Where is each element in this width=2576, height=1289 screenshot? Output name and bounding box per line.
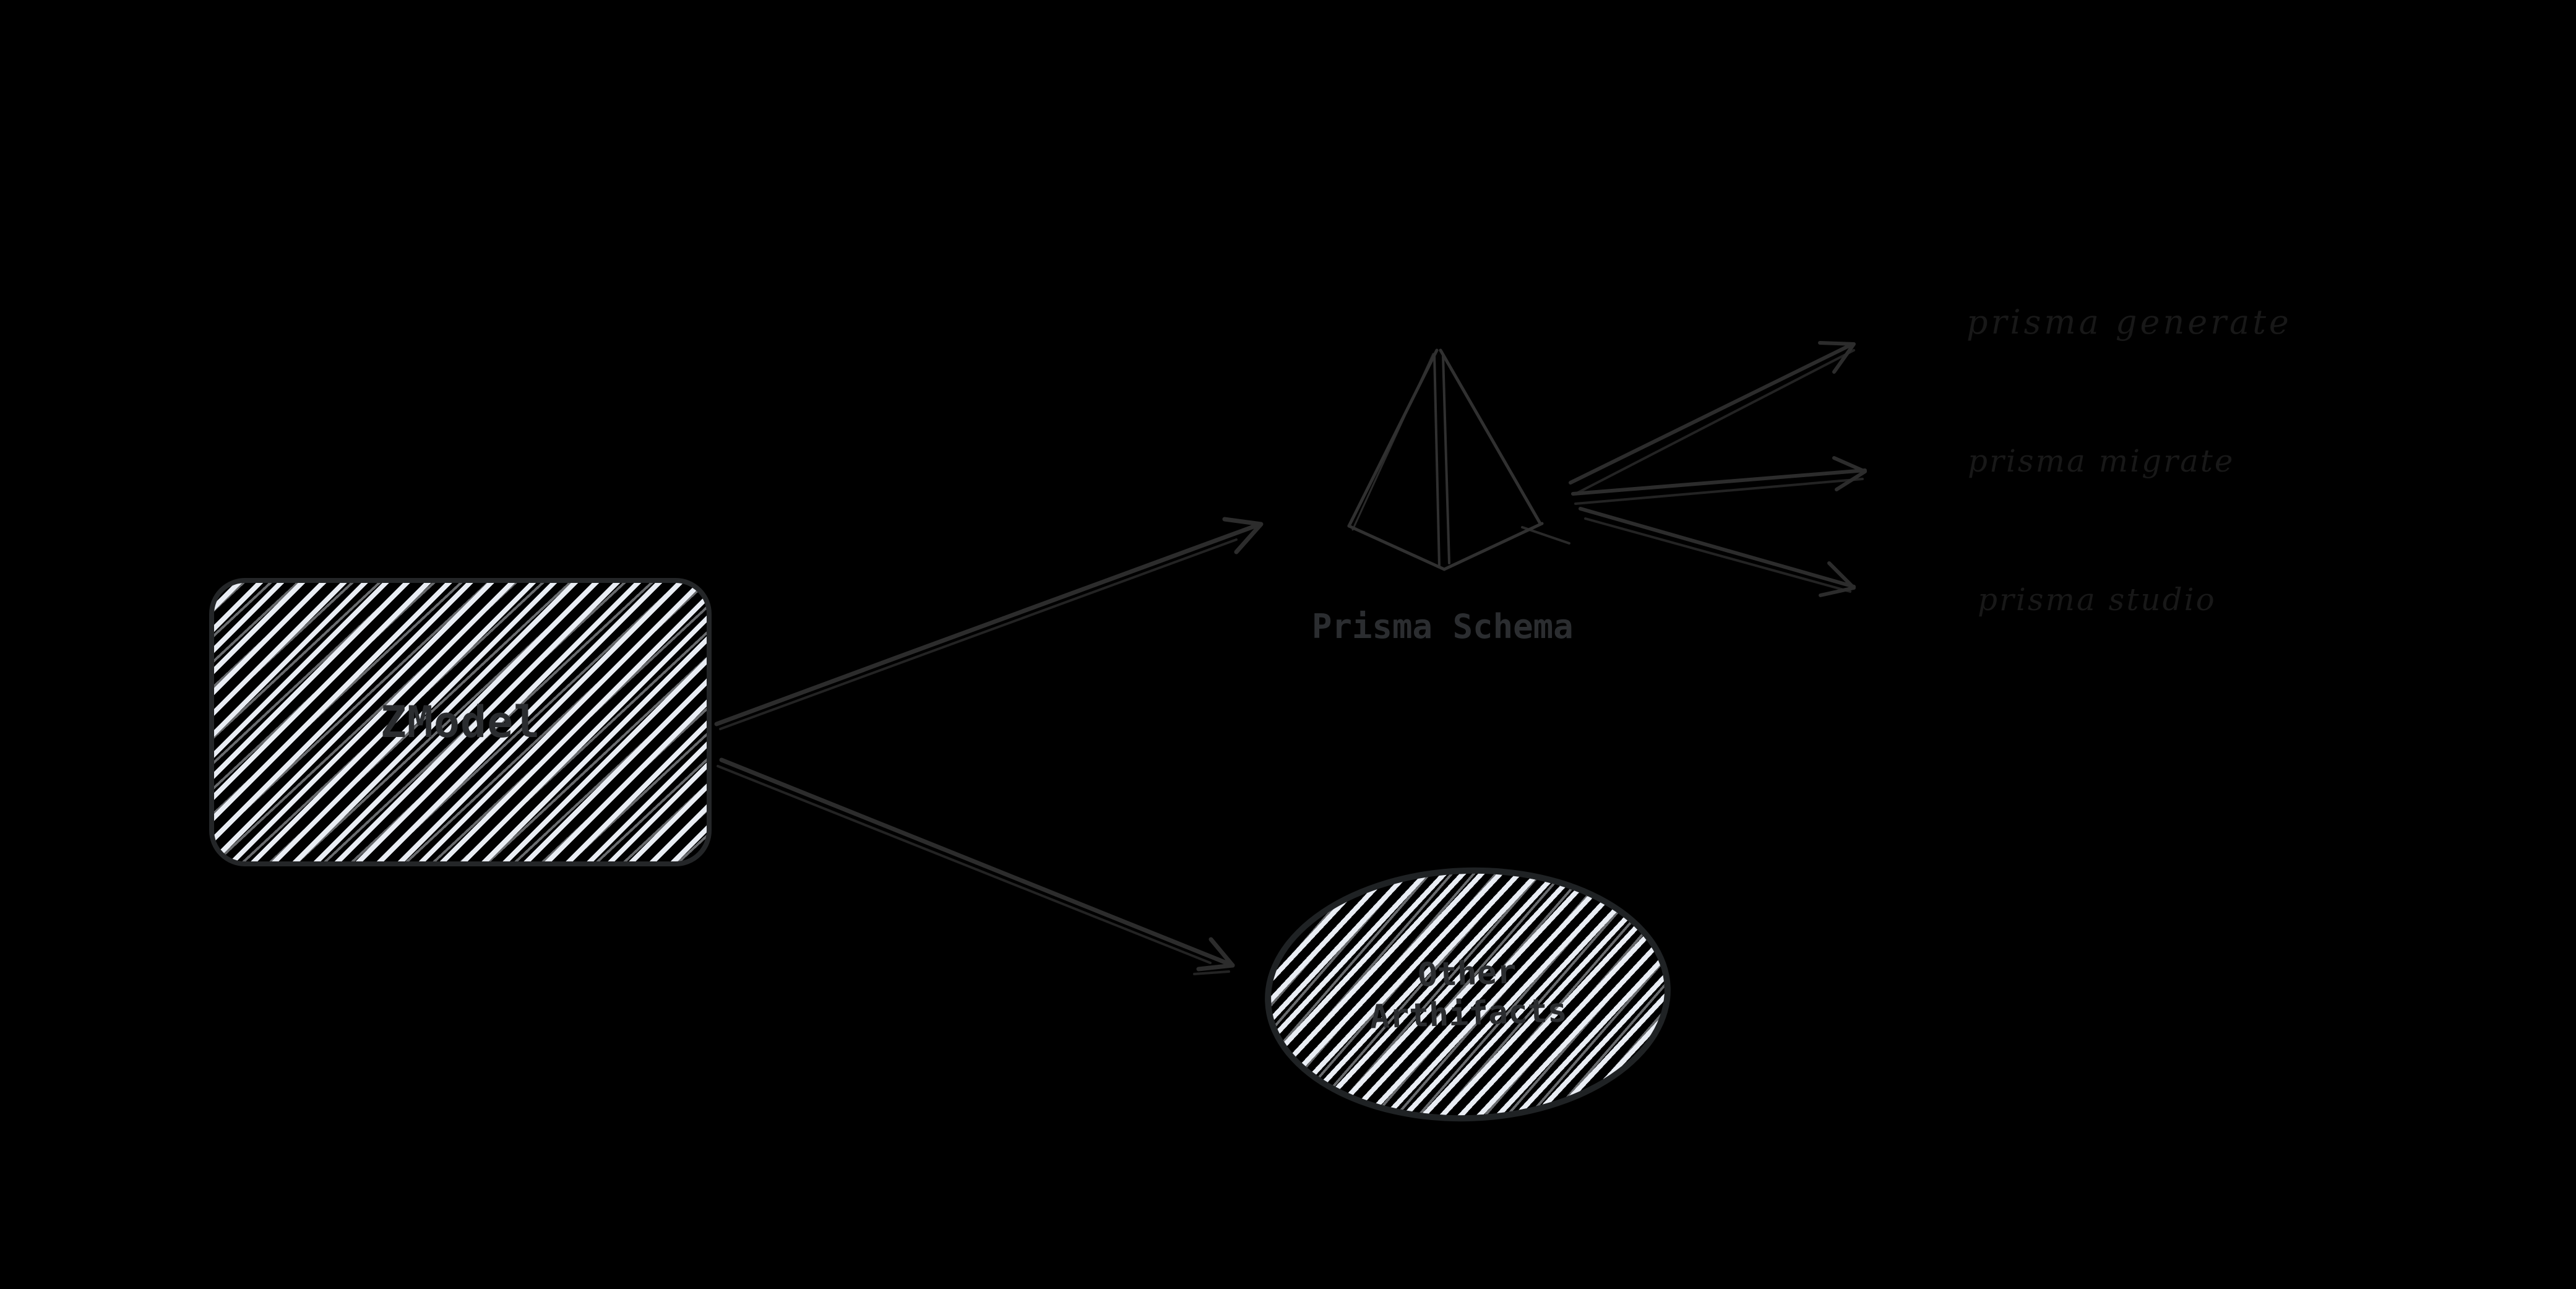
prisma-schema-label: Prisma Schema (1312, 607, 1574, 646)
arrow-prism-to-migrate (1571, 456, 1867, 505)
other-artifacts-label-line1: Other (1417, 953, 1517, 995)
arrow-prism-to-generate (1569, 341, 1856, 494)
prism-icon (1347, 348, 1570, 571)
arrow-zmodel-to-prisma-schema (714, 517, 1264, 730)
zmodel-node: ZModel (209, 578, 712, 866)
prisma-studio-label: prisma studio (1978, 582, 2216, 618)
prisma-generate-label: prisma generate (1966, 303, 2292, 342)
other-artifacts-label-line2: Arthifacts (1369, 991, 1568, 1037)
arrow-zmodel-to-other-artifacts (717, 757, 1235, 975)
prisma-migrate-label: prisma migrate (1968, 443, 2235, 479)
zmodel-label: ZModel (380, 697, 541, 748)
arrow-prism-to-studio (1579, 507, 1856, 597)
